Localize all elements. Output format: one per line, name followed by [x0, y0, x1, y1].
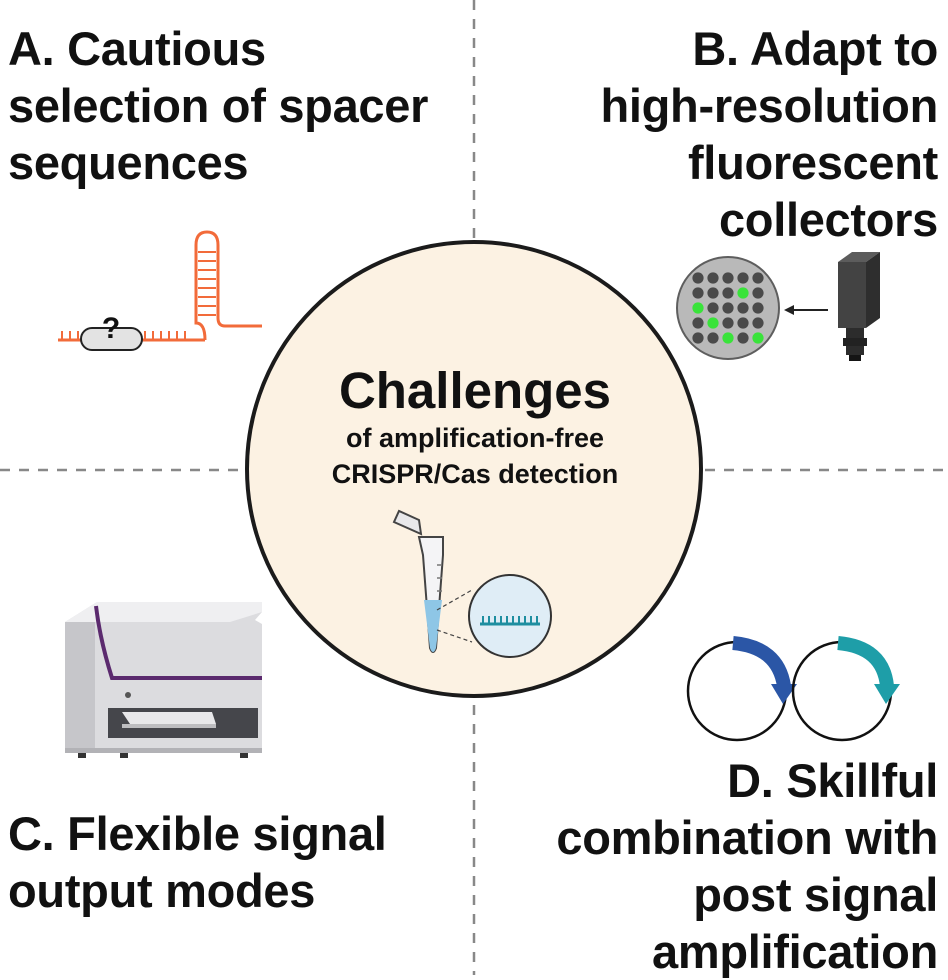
tube-icon — [392, 509, 473, 653]
well-lit — [752, 332, 764, 344]
camera-detector-icon — [838, 252, 880, 361]
well — [707, 287, 719, 299]
center-title: Challenges — [338, 362, 612, 419]
quadrant-a-title: A. Cautious selection of spacer sequence… — [8, 20, 428, 191]
well — [692, 287, 704, 299]
quadrant-a-line: A. Cautious — [8, 22, 266, 75]
well — [752, 317, 764, 329]
wells — [692, 272, 764, 344]
well-plate-icon — [676, 256, 780, 360]
quadrant-a-line: selection of spacer — [8, 79, 429, 132]
well-lit — [722, 332, 734, 344]
well-lit — [707, 317, 719, 329]
magnified-strand-icon — [468, 574, 552, 658]
crrna-hairpin-icon: ? — [58, 230, 262, 351]
well — [737, 272, 749, 284]
well — [692, 332, 704, 344]
well — [737, 332, 749, 344]
well — [707, 332, 719, 344]
quadrant-d-line: combination with — [556, 811, 938, 864]
well — [752, 287, 764, 299]
well — [752, 302, 764, 314]
quadrant-b-line: B. Adapt to — [692, 22, 938, 75]
quadrant-b-title: B. Adapt to high-resolution fluorescent … — [600, 20, 938, 248]
center-subtitle-line: of amplification-free — [345, 423, 605, 453]
question-mark-icon: ? — [102, 312, 120, 345]
cycle-arrows-icon — [686, 636, 900, 742]
arrow-left-icon — [784, 305, 828, 315]
well — [737, 302, 749, 314]
quadrant-d-title: D. Skillful combination with post signal… — [556, 752, 938, 980]
well — [737, 317, 749, 329]
quadrant-d-line: post signal — [693, 868, 938, 921]
quadrant-d-line: D. Skillful — [727, 754, 938, 807]
well-lit — [692, 302, 704, 314]
quadrant-c-line: C. Flexible signal — [8, 807, 387, 860]
quadrant-d-line: amplification — [652, 925, 938, 978]
well — [692, 317, 704, 329]
quadrant-c-line: output modes — [8, 864, 316, 917]
plate-reader-icon — [65, 602, 262, 758]
well — [722, 287, 734, 299]
quadrant-b-line: high-resolution — [600, 79, 938, 132]
center-subtitle-line: CRISPR/Cas detection — [331, 459, 619, 489]
well-lit — [737, 287, 749, 299]
center-label: Challenges of amplification-free CRISPR/… — [250, 362, 700, 492]
well — [722, 317, 734, 329]
well — [722, 302, 734, 314]
quadrant-b-line: fluorescent — [687, 136, 938, 189]
well — [752, 272, 764, 284]
well — [692, 272, 704, 284]
well — [707, 272, 719, 284]
well — [722, 272, 734, 284]
quadrant-a-line: sequences — [8, 136, 249, 189]
center-circle — [245, 240, 703, 698]
well — [707, 302, 719, 314]
quadrant-b-line: collectors — [718, 193, 938, 246]
quadrant-c-title: C. Flexible signal output modes — [8, 805, 387, 919]
